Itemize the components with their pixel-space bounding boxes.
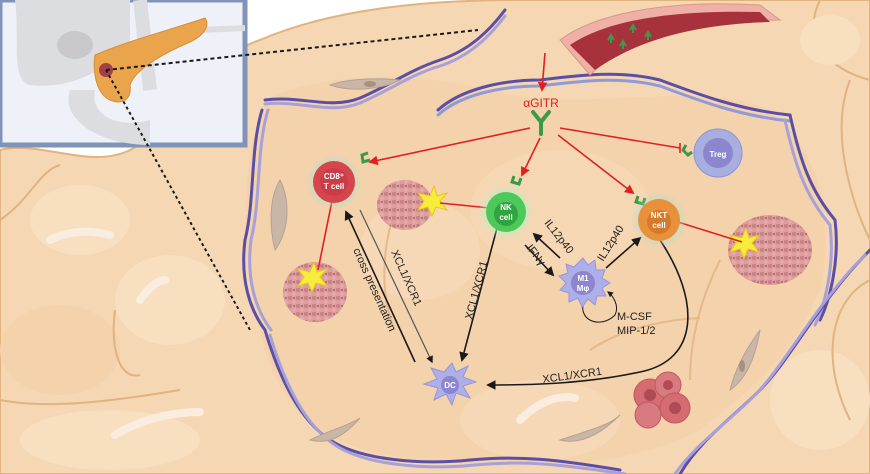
agitr-label: αGITR [523, 96, 559, 110]
nkt-cell: NKT cell [631, 192, 687, 248]
cd8-label-1: CD8⁺ [324, 172, 344, 181]
nkt-label-1: NKT [651, 211, 668, 220]
antibody-in-vessel [607, 33, 615, 43]
nk-label-1: NK [500, 203, 512, 212]
fibroblast [729, 329, 761, 392]
il12p40-to-nk-arrow [532, 232, 561, 259]
pancreas [93, 17, 208, 103]
arrow-to-nk [521, 137, 541, 177]
zoom-line-top [105, 29, 479, 71]
dc-label: DC [444, 381, 456, 390]
tumor-clusters [283, 180, 812, 429]
nkt-label-2: cell [652, 221, 665, 230]
receptor-icon [510, 175, 523, 186]
dendritic-cell: DC [422, 362, 478, 407]
m1-label-1: M1 [577, 274, 589, 283]
xcl1-nk-dc-arrow [459, 227, 498, 362]
m1-macrophage: M1 Mφ [558, 257, 611, 308]
fibroblast [558, 414, 621, 442]
signaling-arrows [344, 209, 689, 390]
antibody-in-vessel [644, 30, 652, 40]
nk-cell: NK cell [478, 184, 534, 240]
nk-label-2: cell [499, 213, 512, 222]
antibody-icon [531, 110, 551, 136]
cd8-t-cell: CD8⁺ T cell [306, 154, 362, 210]
receptor-icon [681, 144, 693, 157]
inhibit-treg [559, 127, 681, 149]
vessel-release-arrow [537, 52, 548, 92]
tumor-stroma-region [245, 76, 826, 466]
antibody-in-vessel [629, 23, 637, 33]
receptor-icon [360, 151, 371, 164]
agitr-antibody: αGITR [523, 96, 559, 136]
fibroblasts [270, 78, 761, 442]
fibroblast [308, 417, 361, 442]
blood-vessel [559, 3, 782, 76]
zoom-line-bottom [105, 69, 251, 331]
antibody-in-vessel [619, 39, 627, 49]
ifng-arrow [524, 244, 555, 277]
il12p40-to-nkt-arrow [605, 236, 642, 269]
xcl1-nkt-dc-arrow [486, 239, 689, 390]
burst-icon [416, 184, 449, 218]
m1-label-2: Mφ [577, 284, 590, 293]
tumor-cluster [377, 180, 433, 230]
kill-bursts [296, 184, 761, 294]
collagen-fibers [242, 8, 870, 474]
burst-icon [728, 226, 761, 260]
tumor-cluster [728, 215, 812, 285]
treg-label: Treg [710, 150, 727, 159]
pancreas-inset [0, 0, 479, 331]
fibroblast [270, 178, 288, 252]
arrow-to-cd8 [368, 127, 531, 166]
burst-icon [296, 260, 329, 294]
tumor-spheroid [633, 371, 691, 429]
autocrine-arrow [582, 291, 618, 323]
tumor-cluster [283, 262, 347, 322]
label-mcsf: M-CSF [617, 311, 652, 323]
cross-presentation-arrow [344, 210, 416, 363]
arrow-to-nkt [557, 134, 635, 195]
xcl1-cd8-dc-arrow [359, 209, 433, 364]
label-mip: MIP-1/2 [617, 325, 656, 337]
treg-cell: Treg [693, 128, 743, 178]
cd8-label-2: T cell [324, 182, 344, 191]
